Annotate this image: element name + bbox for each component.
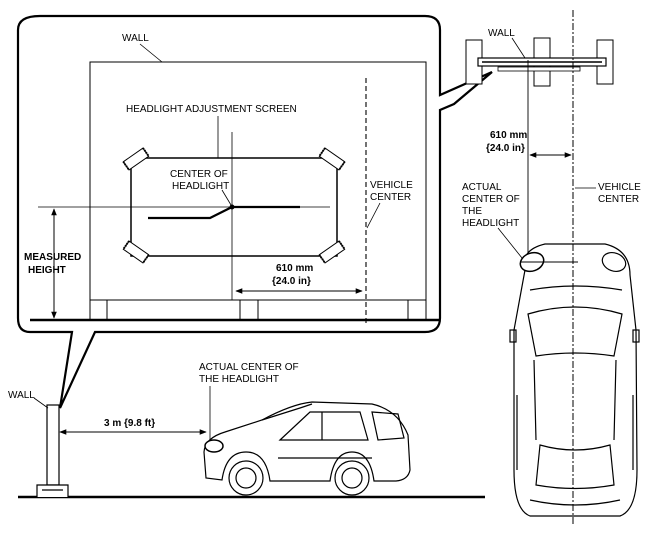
car-side-view <box>203 401 411 496</box>
screen-label: HEADLIGHT ADJUSTMENT SCREEN <box>126 104 297 115</box>
measured-height-label: MEASURED HEIGHT <box>24 252 84 276</box>
actual-center-side-label: ACTUAL CENTER OF THE HEADLIGHT <box>199 362 301 385</box>
offset-top-label: 610 mm {24.0 in} <box>486 130 530 154</box>
headlight-adjustment-screen <box>122 147 346 264</box>
actual-center-top-leader <box>497 227 523 259</box>
tape-corner-tr <box>318 147 346 171</box>
headlight-cutoff-pattern <box>38 132 330 300</box>
wall-right-label: WALL <box>488 28 515 39</box>
distance-label: 3 m {9.8 ft} <box>104 418 155 429</box>
offset-callout-label: 610 mm {24.0 in} <box>272 263 316 287</box>
wall-post <box>36 404 69 497</box>
wall-right-leader <box>511 37 526 59</box>
tape-corner-bl <box>122 240 150 264</box>
actual-center-top-label: ACTUAL CENTER OF THE HEADLIGHT <box>462 182 523 229</box>
tape-corner-tl <box>122 147 150 171</box>
wall-top-leader <box>139 43 163 63</box>
vehicle-center-callout-label: VEHICLE CENTER <box>370 180 416 203</box>
wall-left-leader <box>33 397 49 409</box>
wall-left-label: WALL <box>8 390 35 401</box>
wall-plan-view <box>465 37 614 87</box>
center-of-headlight-leader <box>221 189 232 206</box>
vehicle-center-top-label: VEHICLE CENTER <box>598 182 644 205</box>
center-of-headlight-label: CENTER OF HEADLIGHT <box>170 169 231 192</box>
wall-top-label: WALL <box>122 33 149 44</box>
tape-corner-br <box>318 240 346 264</box>
callout-bubble <box>16 14 493 409</box>
car-top-view <box>509 243 640 517</box>
vehicle-center-callout-leader <box>366 202 381 229</box>
